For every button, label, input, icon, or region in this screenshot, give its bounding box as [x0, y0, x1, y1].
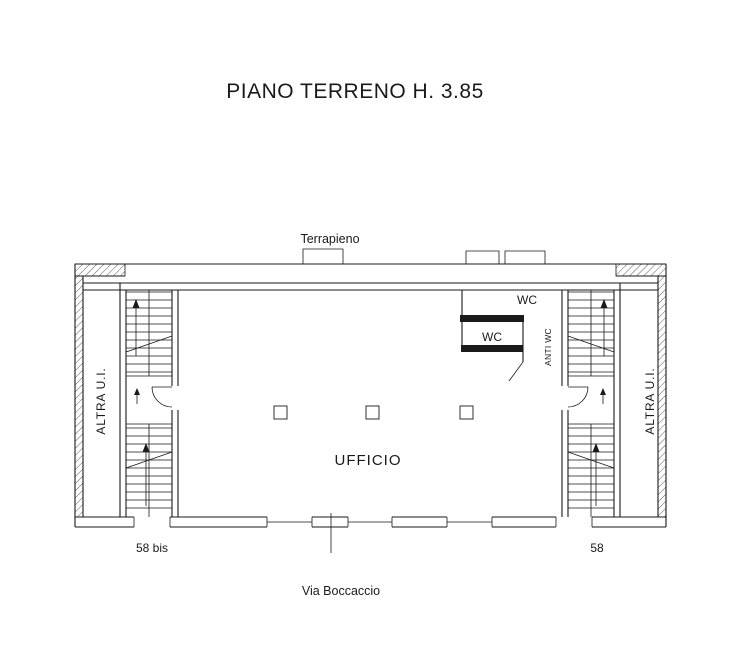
- door-swing: [567, 386, 589, 408]
- wc-wall-block: [461, 345, 523, 352]
- door-58bis-label: 58 bis: [136, 541, 168, 555]
- wc-door-leaf: [508, 361, 524, 382]
- stair-arrow-up-icon: [132, 299, 140, 356]
- pillar: [273, 405, 288, 420]
- anti-wc-label: ANTI WC: [543, 328, 553, 366]
- ufficio-label: UFFICIO: [335, 452, 402, 469]
- plan-title: PIANO TERRENO H. 3.85: [226, 80, 484, 103]
- altra-ui-right-label: ALTRA U.I.: [643, 367, 657, 434]
- door-58-label: 58: [590, 541, 604, 555]
- property-walls: [74, 263, 667, 527]
- pillar: [365, 405, 380, 420]
- wc-lower-label: WC: [482, 330, 502, 344]
- stair-break-lines: [125, 335, 173, 469]
- wc-area: [460, 290, 524, 382]
- entry-arrow-icon: [134, 388, 140, 404]
- left-staircase: [119, 283, 179, 517]
- terrapieno-openings: [302, 248, 546, 264]
- stair-break-lines: [567, 335, 615, 469]
- entry-arrow-icon: [600, 388, 606, 404]
- terrapieno-label: Terrapieno: [300, 232, 359, 246]
- stair-arrow-up-icon: [600, 299, 608, 356]
- building-walls: [75, 282, 666, 528]
- wc-wall-block: [460, 315, 524, 322]
- hatch-top-right: [615, 263, 667, 277]
- hatch-right: [657, 275, 667, 518]
- door-swing: [151, 386, 173, 408]
- altra-ui-left-label: ALTRA U.I.: [94, 367, 108, 434]
- right-staircase: [561, 283, 621, 517]
- stair-arrow-down-icon: [592, 443, 600, 506]
- stair-arrow-down-icon: [142, 443, 150, 506]
- hatch-top-left: [74, 263, 126, 277]
- street-label: Via Boccaccio: [302, 584, 380, 598]
- pillar: [459, 405, 474, 420]
- hatch-left: [74, 275, 84, 518]
- pillars: [273, 405, 474, 420]
- wc-upper-label: WC: [517, 293, 537, 307]
